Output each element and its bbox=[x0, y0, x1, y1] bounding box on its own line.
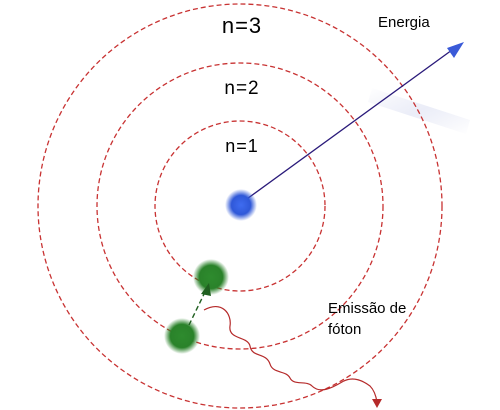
emission-label-line1: Emissão de bbox=[328, 300, 406, 317]
emission-label-line2: fóton bbox=[328, 321, 361, 338]
orbit-label-n2: n=2 bbox=[224, 78, 259, 99]
energy-arrow bbox=[239, 49, 453, 205]
photon-arrowhead bbox=[372, 399, 382, 408]
orbit-label-n3: n=3 bbox=[222, 13, 262, 38]
transition-arrowhead bbox=[201, 283, 211, 296]
energy-arrowhead bbox=[447, 42, 464, 58]
transition-arrow bbox=[188, 289, 207, 326]
electron-n1 bbox=[193, 259, 229, 295]
orbit-label-n1: n=1 bbox=[225, 136, 259, 156]
orbit-n3 bbox=[37, 3, 443, 409]
energy-label: Energia bbox=[378, 14, 430, 31]
orbit-n1 bbox=[154, 120, 326, 292]
orbit-n2 bbox=[96, 62, 384, 350]
photon-wave bbox=[203, 305, 378, 403]
nucleus bbox=[225, 189, 257, 221]
electron-n2 bbox=[164, 318, 200, 354]
